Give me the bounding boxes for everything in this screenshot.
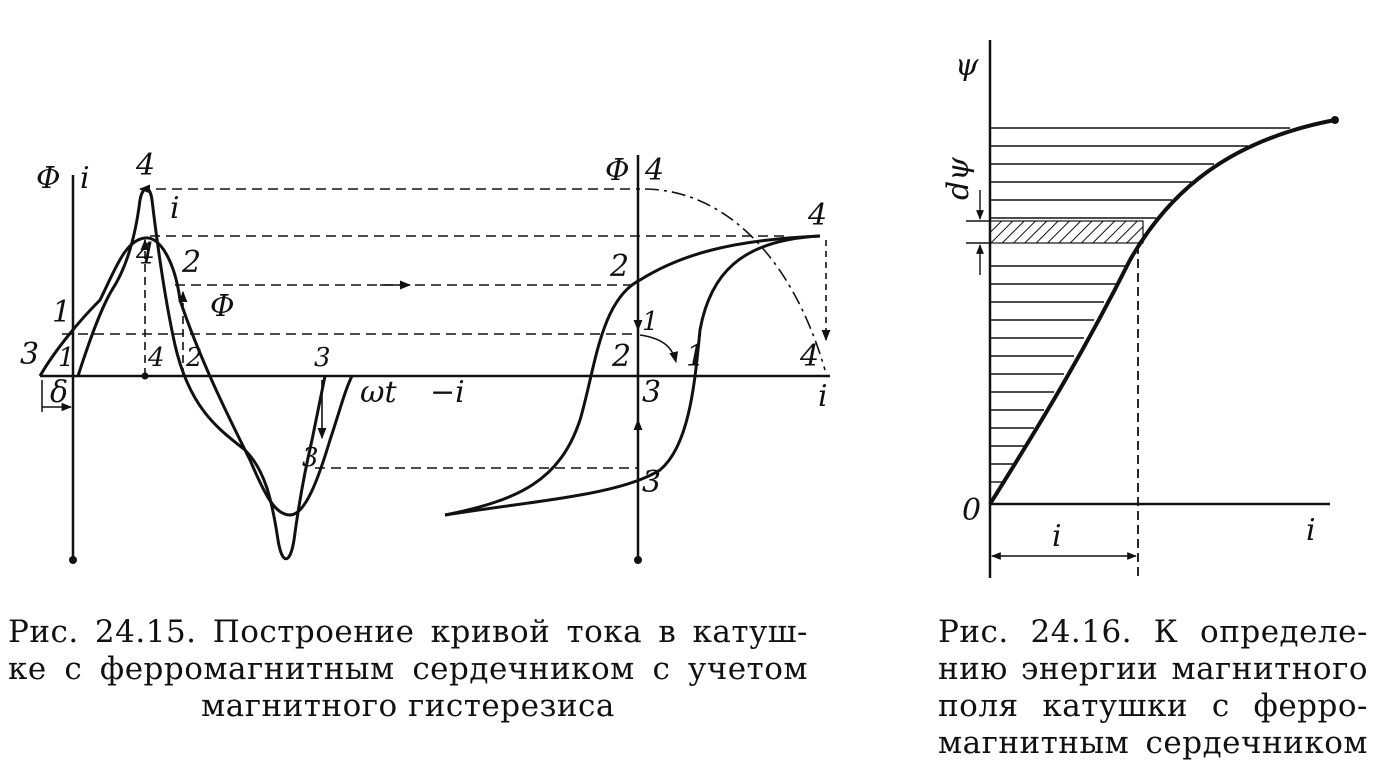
figure-24-15: Φ i 4 i 4 2 Φ 1 3 1 4 2 3 3 δ ωt xyxy=(20,148,830,564)
dash-dot-arc xyxy=(644,188,826,371)
caption-1-line-1: Рис. 24.15. Построение кривой тока в кат… xyxy=(8,614,808,650)
figures-canvas: Φ i 4 i 4 2 Φ 1 3 1 4 2 3 3 δ ωt Φ 4 4 2 xyxy=(20,40,1339,578)
point-label-1-axis: 1 xyxy=(58,343,75,373)
axis-label-psi: ψ xyxy=(955,48,979,83)
hyst-label-3-axis: 3 xyxy=(642,375,661,410)
axis-label-i: i xyxy=(80,161,90,196)
hyst-label-4-top: 4 xyxy=(644,153,664,188)
delta-label: δ xyxy=(50,375,68,410)
curve-end-dot xyxy=(1331,116,1339,124)
small-arc-arrow xyxy=(639,334,679,364)
axis-label-i-right: i xyxy=(818,379,828,414)
axis-label-phi-dot: Φ xyxy=(605,153,630,188)
curve-label-phi: Φ xyxy=(210,289,235,324)
point-label-3-left: 3 xyxy=(20,337,39,372)
hyst-label-4-axis: 4 xyxy=(799,339,819,374)
flux-axis-end-dot xyxy=(634,556,642,564)
hyst-label-2: 2 xyxy=(609,249,629,284)
curve-label-i: i xyxy=(170,191,180,226)
point-label-4-mid: 4 xyxy=(135,237,155,272)
figure-24-16: ψ dψ 0 i i xyxy=(941,40,1339,578)
i-dimension-label: i xyxy=(1052,519,1062,554)
point-label-4-axis: 4 xyxy=(147,343,165,373)
caption-2-line-3: поля катушки с ферро- xyxy=(938,688,1368,724)
caption-1-line-2: ке с ферромагнитным сердечником с учетом xyxy=(8,651,808,687)
caption-1-line-3: магнитного гистерезиса xyxy=(201,688,615,724)
hyst-label-3-low: 3 xyxy=(642,465,661,500)
axis-label-neg-i: −i xyxy=(430,375,465,410)
point-label-2-mid: 2 xyxy=(181,245,201,280)
point-label-1-left: 1 xyxy=(52,295,71,330)
hyst-label-1-axis: 1 xyxy=(686,339,705,374)
flux-curve xyxy=(38,236,354,517)
hyst-label-2-axis: 2 xyxy=(611,339,631,374)
hyst-label-4-right: 4 xyxy=(807,198,827,233)
hysteresis-loop-diagram: Φ 4 4 2 1 2 1 4 3 3 −i i xyxy=(380,153,831,564)
magnetization-curve xyxy=(988,118,1336,506)
current-curve xyxy=(76,187,327,561)
origin-dot xyxy=(141,372,149,380)
hatched-strip-dpsi xyxy=(989,220,1144,244)
point-label-3-low: 3 xyxy=(302,443,319,473)
caption-2-line-1: Рис. 24.16. К определе- xyxy=(938,614,1368,650)
hysteresis-lower-branch xyxy=(444,234,821,517)
axis-label-phi: Φ xyxy=(36,161,61,196)
caption-2-line-2: нию энергии магнитного xyxy=(938,651,1368,687)
axis-label-i-fig2: i xyxy=(1306,513,1316,548)
point-label-2-axis: 2 xyxy=(185,343,203,373)
hysteresis-upper-branch xyxy=(444,234,821,517)
dpsi-label: dψ xyxy=(941,157,976,200)
hyst-label-1-left: 1 xyxy=(642,307,659,337)
caption-figure-24-16: Рис. 24.16. К определе- нию энергии магн… xyxy=(938,614,1368,762)
axis-label-omega-t: ωt xyxy=(360,375,397,410)
point-label-3-axis: 3 xyxy=(314,343,331,373)
caption-2-line-4: магнитным сердечником xyxy=(938,725,1368,761)
caption-figure-24-15: Рис. 24.15. Построение кривой тока в кат… xyxy=(8,614,808,725)
axis-end-dot xyxy=(69,556,77,564)
origin-label: 0 xyxy=(962,493,981,528)
point-label-4-top: 4 xyxy=(135,148,155,183)
